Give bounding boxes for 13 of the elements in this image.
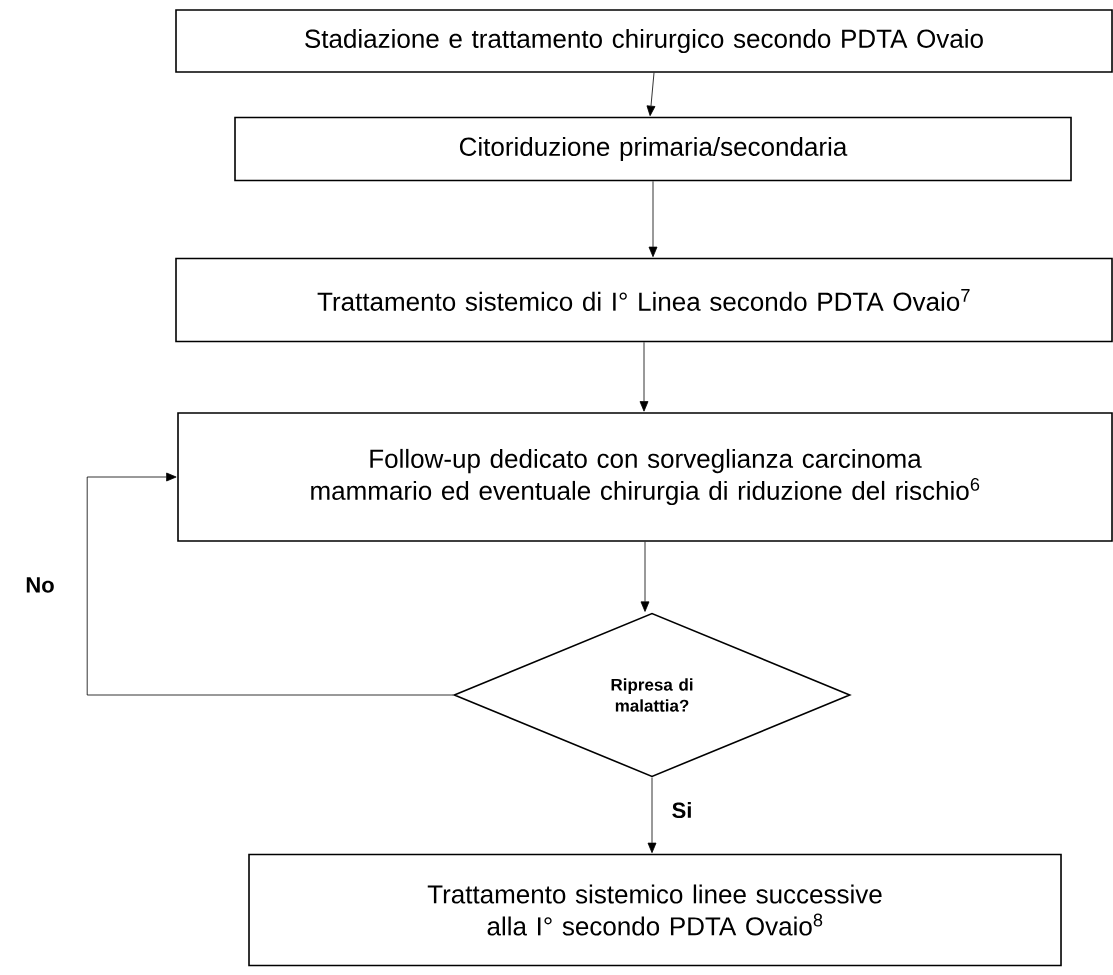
arrow bbox=[646, 105, 656, 117]
edge-label: No bbox=[24, 576, 56, 594]
arrow bbox=[86, 472, 454, 696]
arrow bbox=[640, 541, 650, 612]
arrow bbox=[647, 777, 657, 854]
process-box: Follow-up dedicato con sorveglianza carcinoma mammario ed eventuale chirurgia di riduzione del rischio$^{6}$ bbox=[177, 412, 1113, 542]
process-box: Trattamento sistemico di I° Linea secondo PDTA Ovaio$^{7}$ bbox=[175, 257, 1113, 343]
arrow bbox=[639, 341, 649, 412]
process-box: Citoriduzione primaria/secondaria bbox=[234, 116, 1072, 182]
arrow bbox=[648, 180, 658, 258]
edge-label: Si bbox=[670, 800, 694, 820]
process-box: Stadiazione e trattamento chirurgico secondo PDTA Ovaio bbox=[175, 9, 1113, 73]
process-box: Trattamento sistemico linee successive alla I° secondo PDTA Ovaio$^{8}$ bbox=[248, 853, 1062, 967]
